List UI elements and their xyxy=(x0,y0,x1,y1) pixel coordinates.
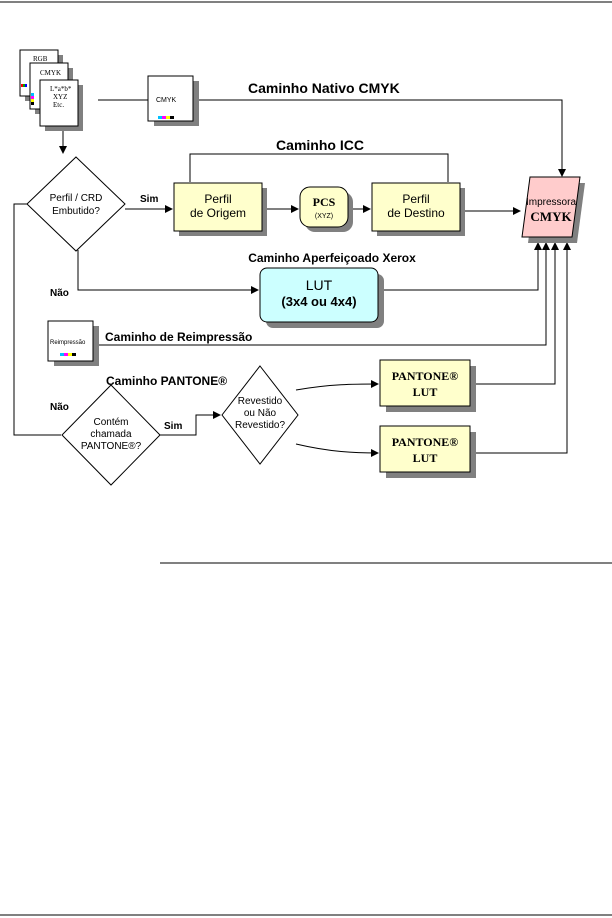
reprint-path-title: Caminho de Reimpressão xyxy=(105,330,252,344)
pantone-lut-box-2 xyxy=(379,425,471,473)
doc-cmyk-label: CMYK xyxy=(40,69,61,77)
dest-profile-box xyxy=(371,182,461,232)
xerox-path-title: Caminho Aperfeiçoado Xerox xyxy=(248,251,416,265)
pantone-lut-box-1 xyxy=(379,359,471,407)
embedded-decision-line2: Embutido? xyxy=(52,206,100,217)
pcs-line2: (XYZ) xyxy=(315,213,333,220)
printer-line1: Impressora xyxy=(526,197,576,208)
dest-profile-line1: Perfil xyxy=(402,192,429,206)
pantone-lut1-line1: PANTONE® xyxy=(392,369,459,383)
xerox-lut-box xyxy=(259,267,379,323)
pantone-lut2-line2: LUT xyxy=(413,451,438,465)
source-docs-stack xyxy=(19,49,83,131)
source-profile-box xyxy=(173,182,263,232)
doc-lab-line3: Etc. xyxy=(53,101,64,109)
coated-decision-line2: ou Não xyxy=(244,408,277,419)
pantone-decision-line3: PANTONE®? xyxy=(81,441,142,452)
pantone-decision-line2: chamada xyxy=(90,429,132,440)
doc-lab-line2: XYZ xyxy=(53,93,67,101)
native-path-title: Caminho Nativo CMYK xyxy=(248,80,400,96)
lut-line2: (3x4 ou 4x4) xyxy=(281,294,356,309)
edge-label-sim-2: Sim xyxy=(164,421,182,432)
doc-reprint-label: Reimpressão xyxy=(50,340,86,346)
embedded-profile-decision xyxy=(26,156,126,252)
doc-cmyk-native-label: CMYK xyxy=(156,97,177,104)
reprint-doc xyxy=(47,320,99,366)
edge-label-nao-2: Não xyxy=(50,402,69,413)
printer-line2: CMYK xyxy=(530,209,572,224)
connectors xyxy=(13,99,571,457)
embedded-decision-line1: Perfil / CRD xyxy=(50,193,103,204)
coated-decision xyxy=(221,365,299,465)
pantone-decision-line1: Contém xyxy=(93,417,128,428)
dest-profile-line2: de Destino xyxy=(387,206,445,220)
pcs-line1: PCS xyxy=(313,195,336,209)
pantone-call-decision xyxy=(61,384,161,486)
source-profile-line1: Perfil xyxy=(204,192,231,206)
coated-decision-line3: Revestido? xyxy=(235,420,285,431)
cmyk-native-doc xyxy=(147,75,199,126)
pantone-lut1-line2: LUT xyxy=(413,385,438,399)
edge-label-sim-1: Sim xyxy=(140,194,158,205)
coated-decision-line1: Revestido xyxy=(238,396,283,407)
icc-path-title: Caminho ICC xyxy=(276,137,364,153)
edge-label-nao-1: Não xyxy=(50,288,69,299)
lut-line1: LUT xyxy=(306,277,333,293)
pantone-lut2-line1: PANTONE® xyxy=(392,435,459,449)
pcs-box xyxy=(299,186,349,228)
pantone-path-title: Caminho PANTONE® xyxy=(106,374,227,388)
doc-rgb-label: RGB xyxy=(33,55,48,63)
doc-lab-line1: L*a*b* xyxy=(50,85,72,93)
printer-cmyk-box xyxy=(521,176,581,238)
source-profile-line2: de Origem xyxy=(190,206,246,220)
